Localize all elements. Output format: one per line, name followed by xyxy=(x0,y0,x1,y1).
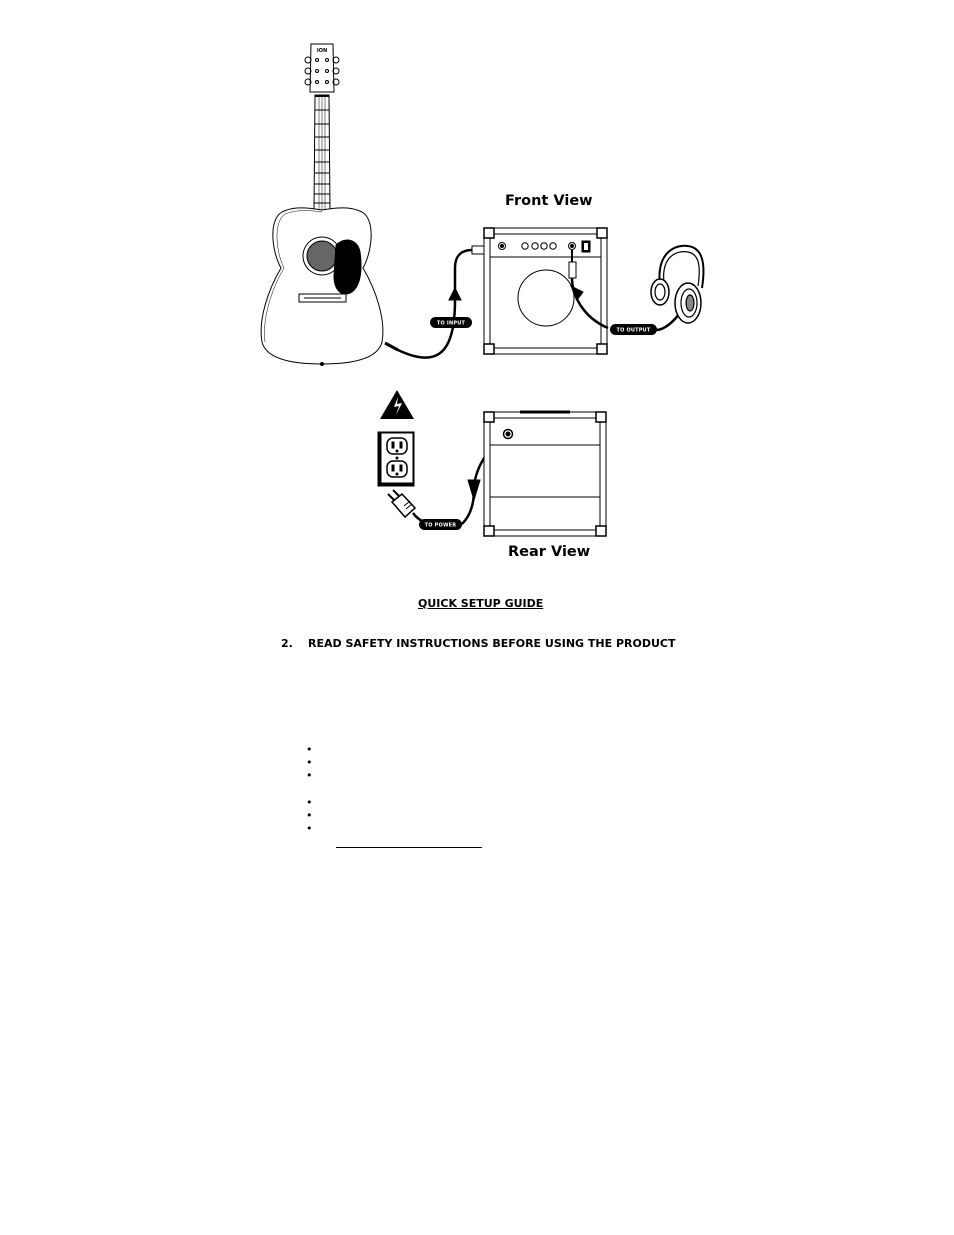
to-power-label: TO POWER xyxy=(425,523,457,529)
to-output-tag: TO OUTPUT xyxy=(610,324,657,335)
section-number: 2. xyxy=(281,637,293,650)
rear-view-title: Rear View xyxy=(508,544,591,560)
to-output-label: TO OUTPUT xyxy=(616,328,650,334)
section-title: READ SAFETY INSTRUCTIONS BEFORE USING TH… xyxy=(308,637,676,650)
to-input-tag: TO INPUT xyxy=(430,317,472,328)
amplifier-front xyxy=(483,227,608,355)
electric-warning-icon xyxy=(380,390,414,419)
underline-rule xyxy=(336,847,482,848)
safety-section-heading: 2. READ SAFETY INSTRUCTIONS BEFORE USING … xyxy=(281,637,676,650)
quick-setup-guide-heading: QUICK SETUP GUIDE xyxy=(418,597,544,610)
acoustic-guitar-illustration: ION xyxy=(260,43,384,366)
wall-outlet-illustration xyxy=(377,431,415,487)
setup-diagram: ION xyxy=(260,43,705,537)
brand-logo: ION xyxy=(317,48,327,54)
amplifier-rear xyxy=(483,410,607,537)
input-cable xyxy=(384,245,498,359)
to-power-tag: TO POWER xyxy=(419,519,462,530)
to-input-label: TO INPUT xyxy=(437,321,466,327)
headphones-illustration xyxy=(650,244,705,324)
front-view-title: Front View xyxy=(505,193,593,209)
